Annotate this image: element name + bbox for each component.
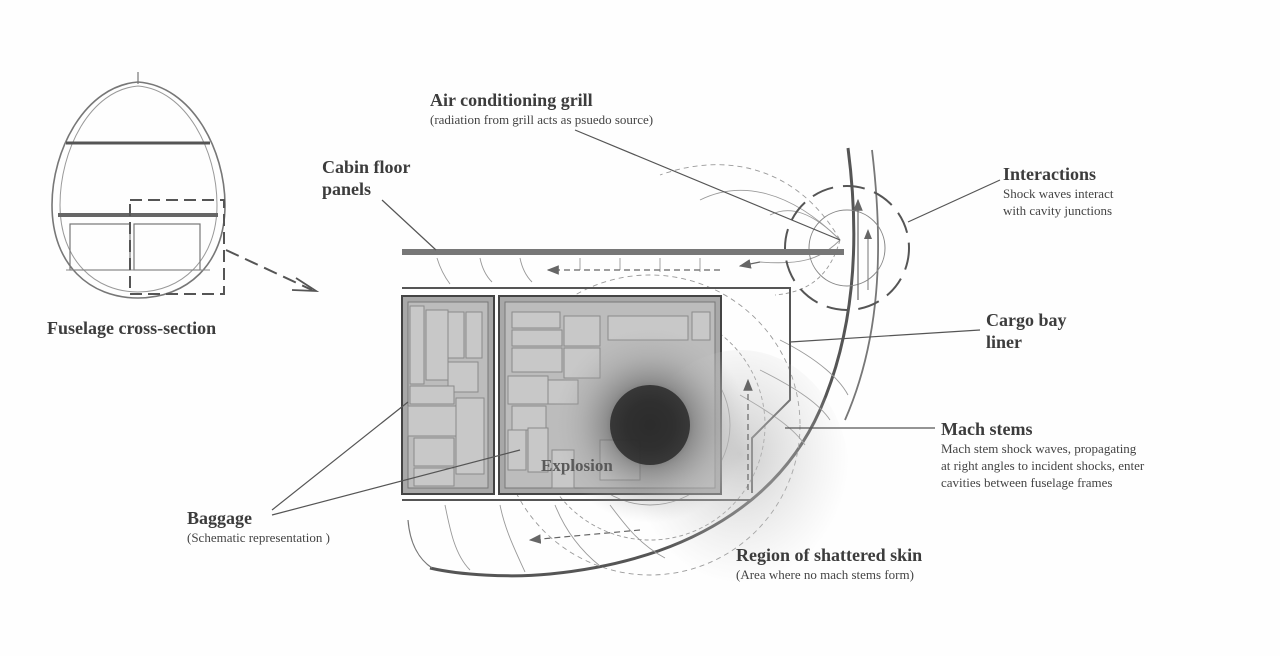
flow-arrows	[528, 259, 761, 544]
cargo-liner-label: Cargo bay liner	[986, 309, 1067, 353]
interactions-label: Interactions Shock waves interact with c…	[1003, 163, 1113, 219]
fuselage-cross-section-label: Fuselage cross-section	[47, 317, 216, 339]
shattered-skin-label: Region of shattered skin (Area where no …	[736, 544, 922, 583]
air-conditioning-title: Air conditioning grill	[430, 90, 593, 110]
cargo-liner-title: Cargo bay liner	[986, 310, 1067, 352]
air-conditioning-note: (radiation from grill acts as psuedo sou…	[430, 112, 654, 127]
interactions-note: Shock waves interact with cavity junctio…	[1003, 186, 1114, 218]
cabin-floor-panel	[402, 249, 844, 255]
cabin-floor-label: Cabin floor panels	[322, 156, 411, 200]
fuselage-cross-section-drawing	[51, 72, 320, 299]
baggage-note: (Schematic representation )	[187, 530, 330, 545]
cabin-floor-title: Cabin floor panels	[322, 157, 411, 199]
interaction-zone	[784, 185, 910, 311]
mach-stems-title: Mach stems	[941, 419, 1033, 439]
baggage-label: Baggage (Schematic representation )	[187, 507, 330, 546]
mach-stems-note: Mach stem shock waves, propagating at ri…	[941, 441, 1145, 490]
explosion-blast	[552, 327, 850, 610]
mach-stems-label: Mach stems Mach stem shock waves, propag…	[941, 418, 1144, 491]
explosion-label: Explosion	[541, 456, 613, 475]
fuselage-cross-section-title: Fuselage cross-section	[47, 318, 217, 338]
interactions-title: Interactions	[1003, 164, 1096, 184]
shattered-skin-note: (Area where no mach stems form)	[736, 567, 914, 582]
shattered-skin-title: Region of shattered skin	[736, 545, 923, 565]
baggage-title: Baggage	[187, 508, 252, 528]
air-conditioning-label: Air conditioning grill (radiation from g…	[430, 89, 653, 128]
leader-lines	[271, 129, 1001, 516]
